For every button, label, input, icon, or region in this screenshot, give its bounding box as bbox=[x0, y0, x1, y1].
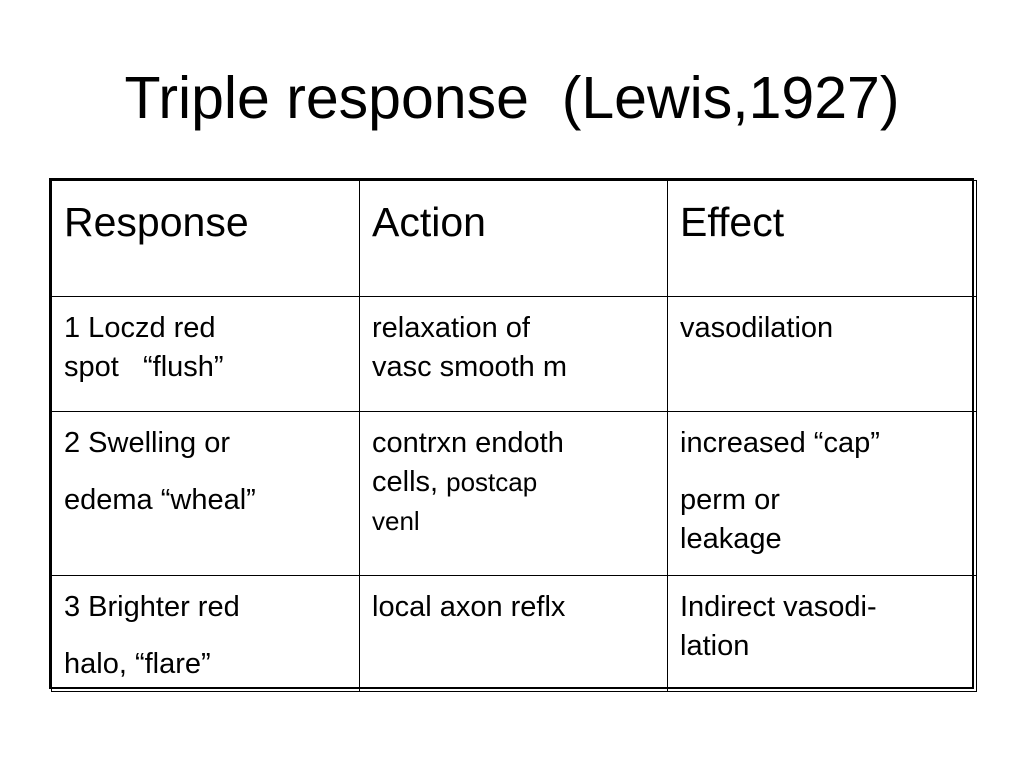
cell-line: increased “cap” bbox=[680, 427, 880, 459]
cell-line: leakage bbox=[680, 523, 782, 555]
cell-action: local axon reflx bbox=[359, 575, 668, 692]
cell-line: vasc smooth m bbox=[372, 351, 567, 383]
cell-action: relaxation of vasc smooth m bbox=[359, 296, 668, 412]
cell-line: 3 Brighter red bbox=[64, 591, 240, 623]
cell-line-small: venl bbox=[372, 506, 420, 536]
cell-line: Indirect vasodi- bbox=[680, 591, 877, 623]
cell-line: local axon reflx bbox=[372, 591, 566, 623]
cell-effect: vasodilation bbox=[667, 296, 977, 412]
cell-effect: increased “cap” perm or leakage bbox=[667, 411, 977, 576]
header-cell-action: Action bbox=[359, 180, 668, 297]
cell-line: relaxation of bbox=[372, 312, 530, 344]
cell-fragment: cells, bbox=[372, 466, 439, 498]
cell-line: 2 Swelling or bbox=[64, 427, 231, 459]
table-row: 2 Swelling or edema “wheal” contrxn endo… bbox=[51, 411, 977, 576]
cell-line: lation bbox=[680, 630, 750, 662]
cell-line: vasodilation bbox=[680, 312, 834, 344]
header-cell-effect: Effect bbox=[667, 180, 977, 297]
table-row: 3 Brighter red halo, “flare” local axon … bbox=[51, 575, 977, 692]
cell-fragment-small: postcap bbox=[446, 467, 538, 497]
cell-action: contrxn endoth cells, postcap venl bbox=[359, 411, 668, 576]
cell-line: halo, “flare” bbox=[64, 648, 211, 680]
cell-line: cells, postcap bbox=[372, 463, 655, 502]
triple-response-table: Response Action Effect 1 Loczd red spot … bbox=[49, 178, 977, 692]
cell-line: perm or bbox=[680, 484, 780, 516]
cell-line: spot “flush” bbox=[64, 351, 224, 383]
slide-title-text: Triple response (Lewis,1927) bbox=[124, 65, 900, 131]
header-cell-response: Response bbox=[51, 180, 360, 297]
cell-line: 1 Loczd red bbox=[64, 312, 216, 344]
cell-line: contrxn endoth bbox=[372, 427, 564, 459]
cell-response: 2 Swelling or edema “wheal” bbox=[51, 411, 360, 576]
cell-effect: Indirect vasodi- lation bbox=[667, 575, 977, 692]
table-header-row: Response Action Effect bbox=[51, 180, 977, 297]
table-row: 1 Loczd red spot “flush” relaxation of v… bbox=[51, 296, 977, 412]
cell-response: 3 Brighter red halo, “flare” bbox=[51, 575, 360, 692]
slide-title: Triple response (Lewis,1927) bbox=[0, 58, 1024, 138]
cell-line: edema “wheal” bbox=[64, 484, 256, 516]
cell-response: 1 Loczd red spot “flush” bbox=[51, 296, 360, 412]
table: Response Action Effect 1 Loczd red spot … bbox=[51, 180, 977, 692]
